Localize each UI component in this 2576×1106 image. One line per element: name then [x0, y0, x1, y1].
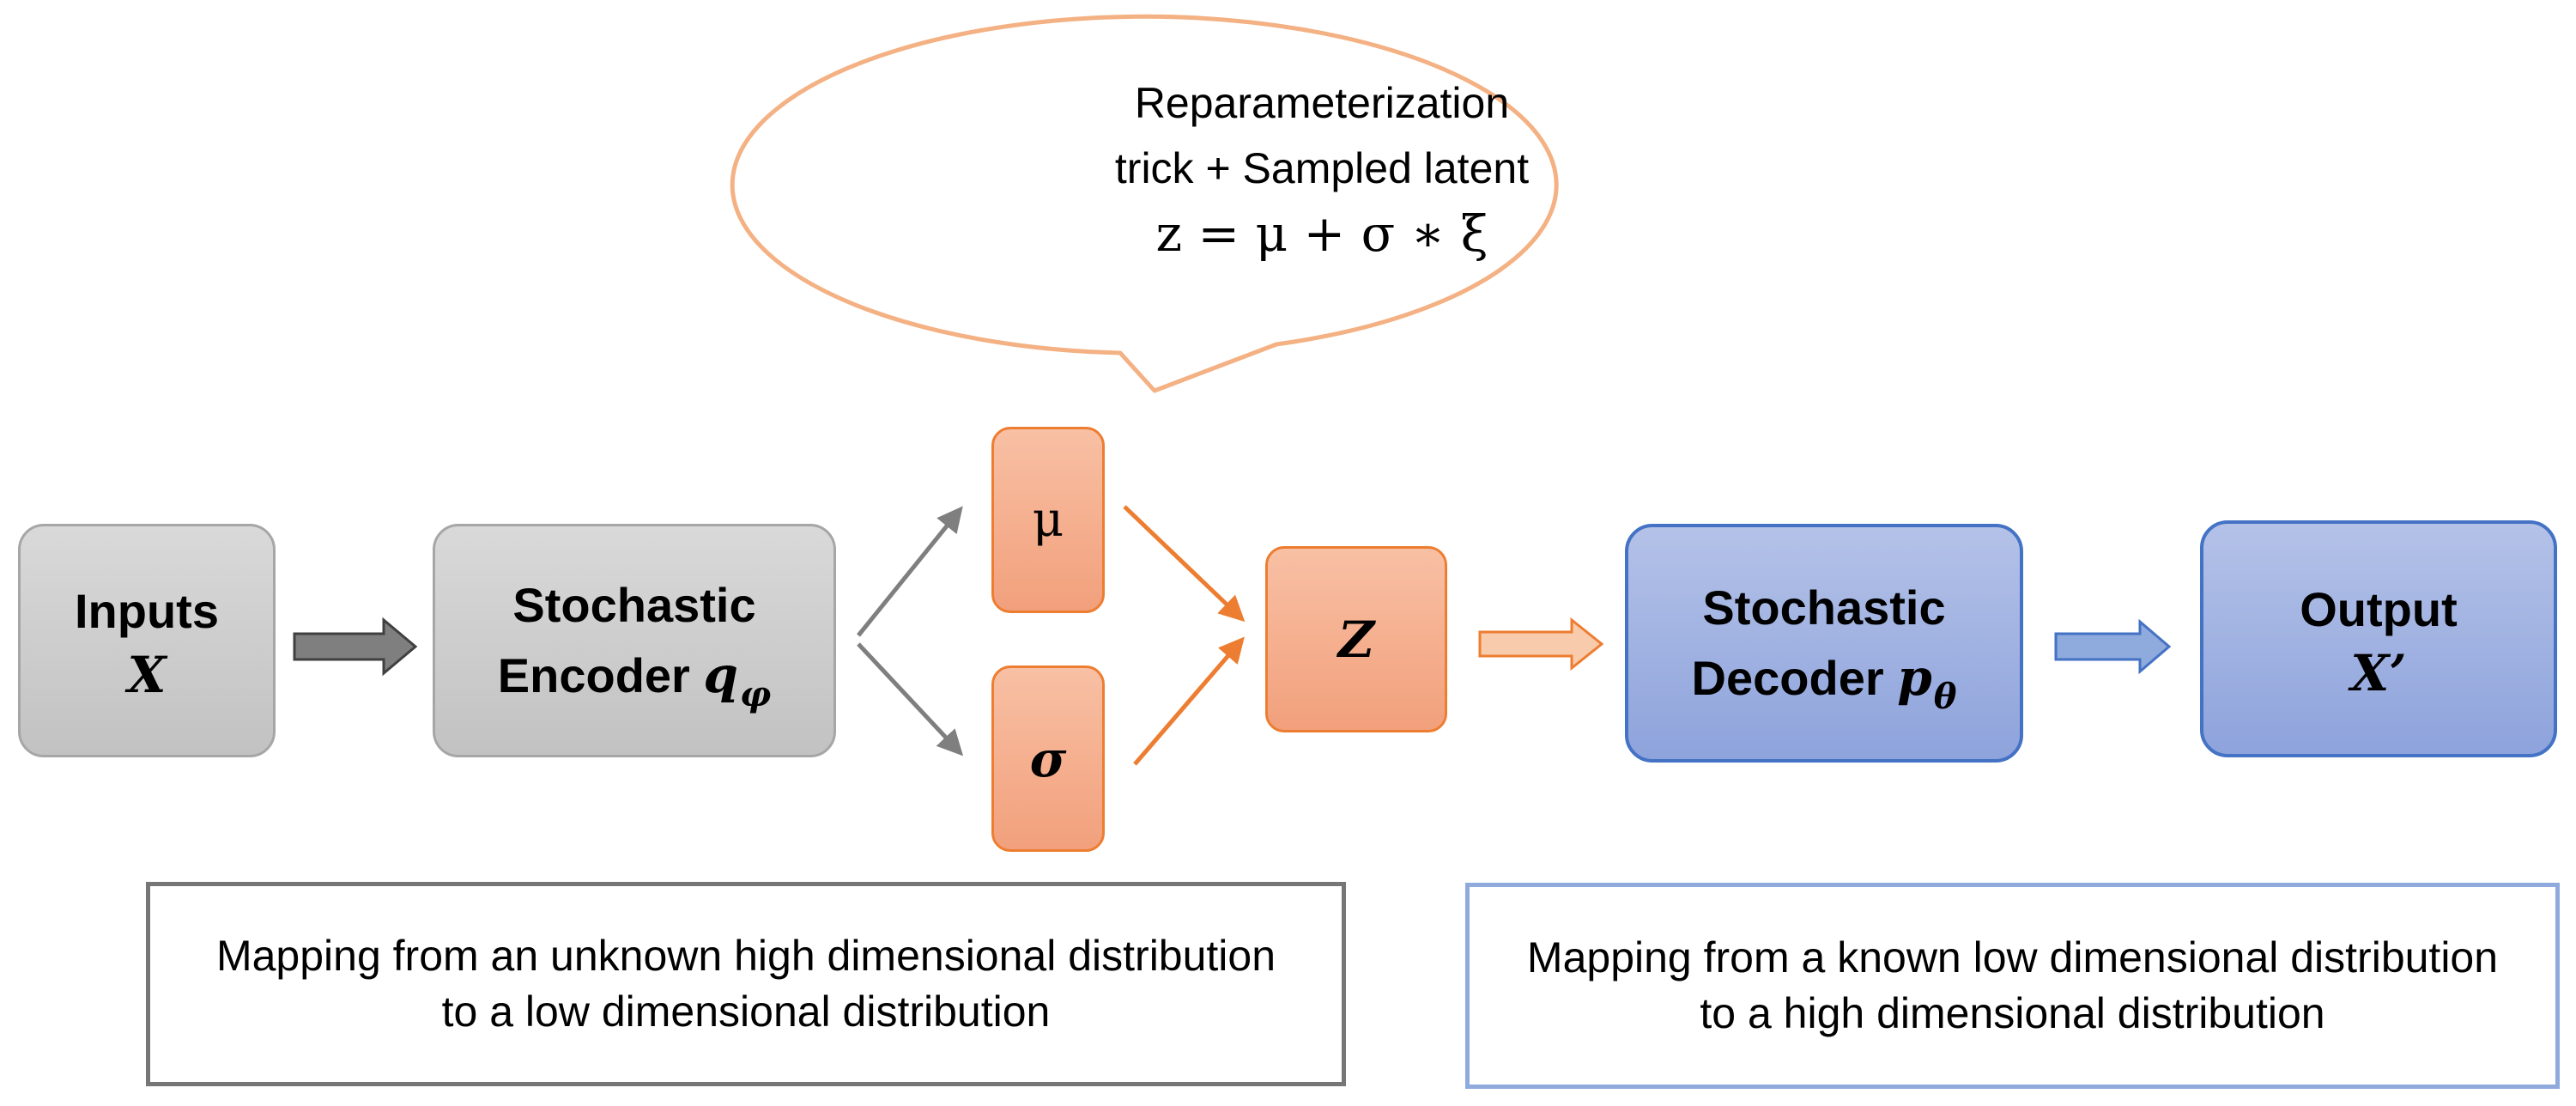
encoder-note: Mapping from an unknown high dimensional… [146, 882, 1346, 1086]
bubble-text: Reparameterization trick + Sampled laten… [966, 70, 1678, 266]
arrow-encoder-to-mu [857, 506, 963, 637]
output-node: Output X’ [2200, 520, 2557, 757]
sigma-node: σ [991, 665, 1105, 852]
decoder-label-line2: Decoder pθ [1691, 642, 1957, 717]
output-label: Output [2300, 582, 2458, 637]
output-symbol: X’ [2350, 643, 2407, 702]
reparameterization-equation: z = μ + σ ∗ ξ [1155, 204, 1488, 263]
bubble-line-2: trick + Sampled latent [1114, 144, 1530, 192]
sigma-symbol: σ [1029, 729, 1067, 788]
encoder-note-text: Mapping from an unknown high dimensional… [215, 932, 1276, 1036]
decoder-label-line1: Stochastic [1702, 580, 1946, 635]
decoder-note-text: Mapping from a known low dimensional dis… [1526, 933, 2499, 1037]
inputs-node: Inputs X [18, 524, 276, 757]
arrow-sigma-to-z [1133, 636, 1245, 766]
speech-bubble [730, 14, 1559, 393]
arrow-mu-to-z [1123, 505, 1246, 623]
inputs-symbol: X [127, 645, 167, 704]
arrow-decoder-to-output [2054, 618, 2172, 675]
encoder-symbol: q [703, 645, 738, 704]
arrow-inputs-to-encoder [293, 617, 418, 677]
encoder-label-line2: Encoder qφ [497, 640, 771, 714]
encoder-label-line1: Stochastic [512, 578, 756, 633]
z-node: Z [1265, 546, 1447, 732]
mu-node: μ [991, 427, 1105, 613]
encoder-label-text: Encoder [497, 647, 690, 702]
decoder-subscript: θ [1933, 676, 1957, 717]
bubble-line-1: Reparameterization [1134, 79, 1510, 127]
decoder-label-text: Decoder [1691, 650, 1884, 705]
decoder-symbol: p [1897, 647, 1932, 707]
arrow-z-to-decoder [1478, 617, 1604, 672]
decoder-note: Mapping from a known low dimensional dis… [1465, 883, 2560, 1089]
mu-symbol: μ [1032, 492, 1064, 548]
encoder-subscript: φ [739, 673, 772, 714]
arrow-encoder-to-sigma [857, 642, 964, 757]
z-symbol: Z [1337, 610, 1375, 669]
inputs-label: Inputs [75, 584, 219, 639]
decoder-node: Stochastic Decoder pθ [1625, 524, 2023, 763]
encoder-node: Stochastic Encoder qφ [433, 524, 836, 757]
